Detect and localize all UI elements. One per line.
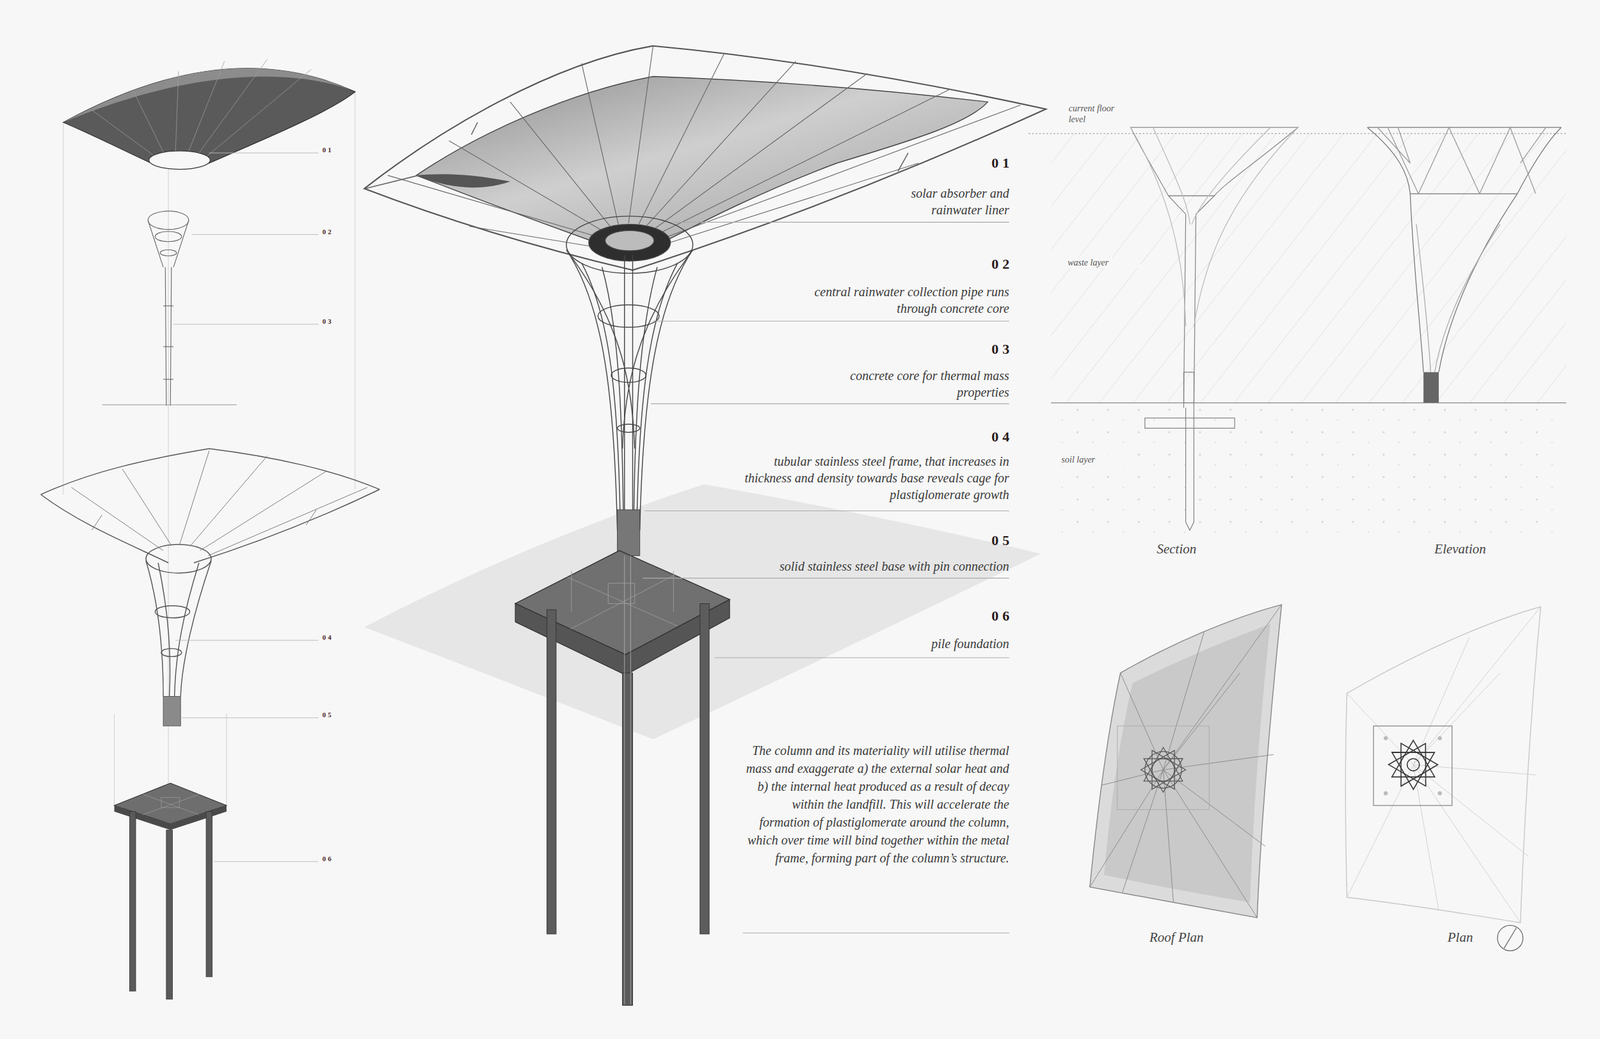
callout-number: 04 [952,428,1014,446]
callout-number: 05 [322,711,347,719]
view-title: Elevation [1404,540,1517,558]
part-description: central rainwater collection pipe runs t… [800,283,1010,317]
callout-number: 06 [952,608,1014,625]
callout-number: 01 [952,154,1014,172]
callout-number: 03 [952,341,1014,358]
callout-number: 02 [952,256,1014,273]
part-description: tubular stainless steel frame, that incr… [731,453,1010,504]
view-title: Roof Plan [1115,929,1238,946]
layer-label: soil layer [1060,454,1135,466]
design-note: The column and its materiality will util… [741,741,1010,868]
part-description: pile foundation [856,635,1010,653]
layer-label: current floor level [1067,103,1134,125]
callout-number: 02 [322,227,347,236]
callout-number: 01 [322,145,347,154]
part-description: solar absorber and rainwater liner [874,184,1009,219]
callout-number: 03 [322,317,347,326]
view-title: Section [1120,540,1233,558]
callout-number: 05 [952,532,1014,550]
part-description: solid stainless steel base with pin conn… [703,558,1010,575]
callout-number: 04 [322,633,347,642]
part-description: concrete core for thermal mass propertie… [820,367,1010,401]
callout-number: 06 [322,855,347,863]
view-title: Plan [1404,929,1517,946]
layer-label: waste layer [1066,257,1141,269]
